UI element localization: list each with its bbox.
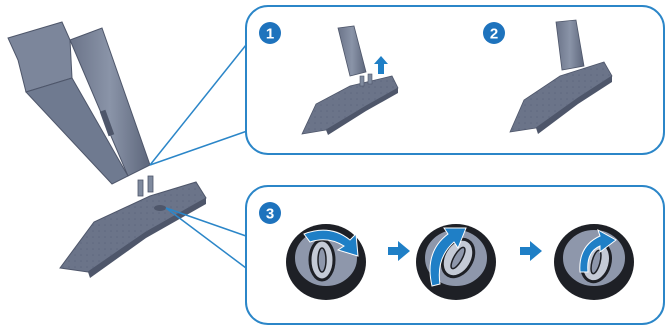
step-1-badge: 1 xyxy=(259,22,281,44)
screw-state-2 xyxy=(416,224,496,300)
step-2-badge: 2 xyxy=(483,22,505,44)
base-pin xyxy=(138,180,143,196)
screw-state-1 xyxy=(286,224,366,300)
svg-text:3: 3 xyxy=(266,206,274,223)
base-screw xyxy=(154,205,166,211)
step-3-badge: 3 xyxy=(259,202,281,224)
svg-text:1: 1 xyxy=(266,26,274,43)
stand-base-texture xyxy=(60,182,206,272)
svg-text:2: 2 xyxy=(490,26,498,43)
screw-state-3 xyxy=(554,224,634,300)
main-stand-assembly xyxy=(8,22,206,278)
callout-lines xyxy=(150,40,250,268)
base-pin xyxy=(148,176,153,192)
